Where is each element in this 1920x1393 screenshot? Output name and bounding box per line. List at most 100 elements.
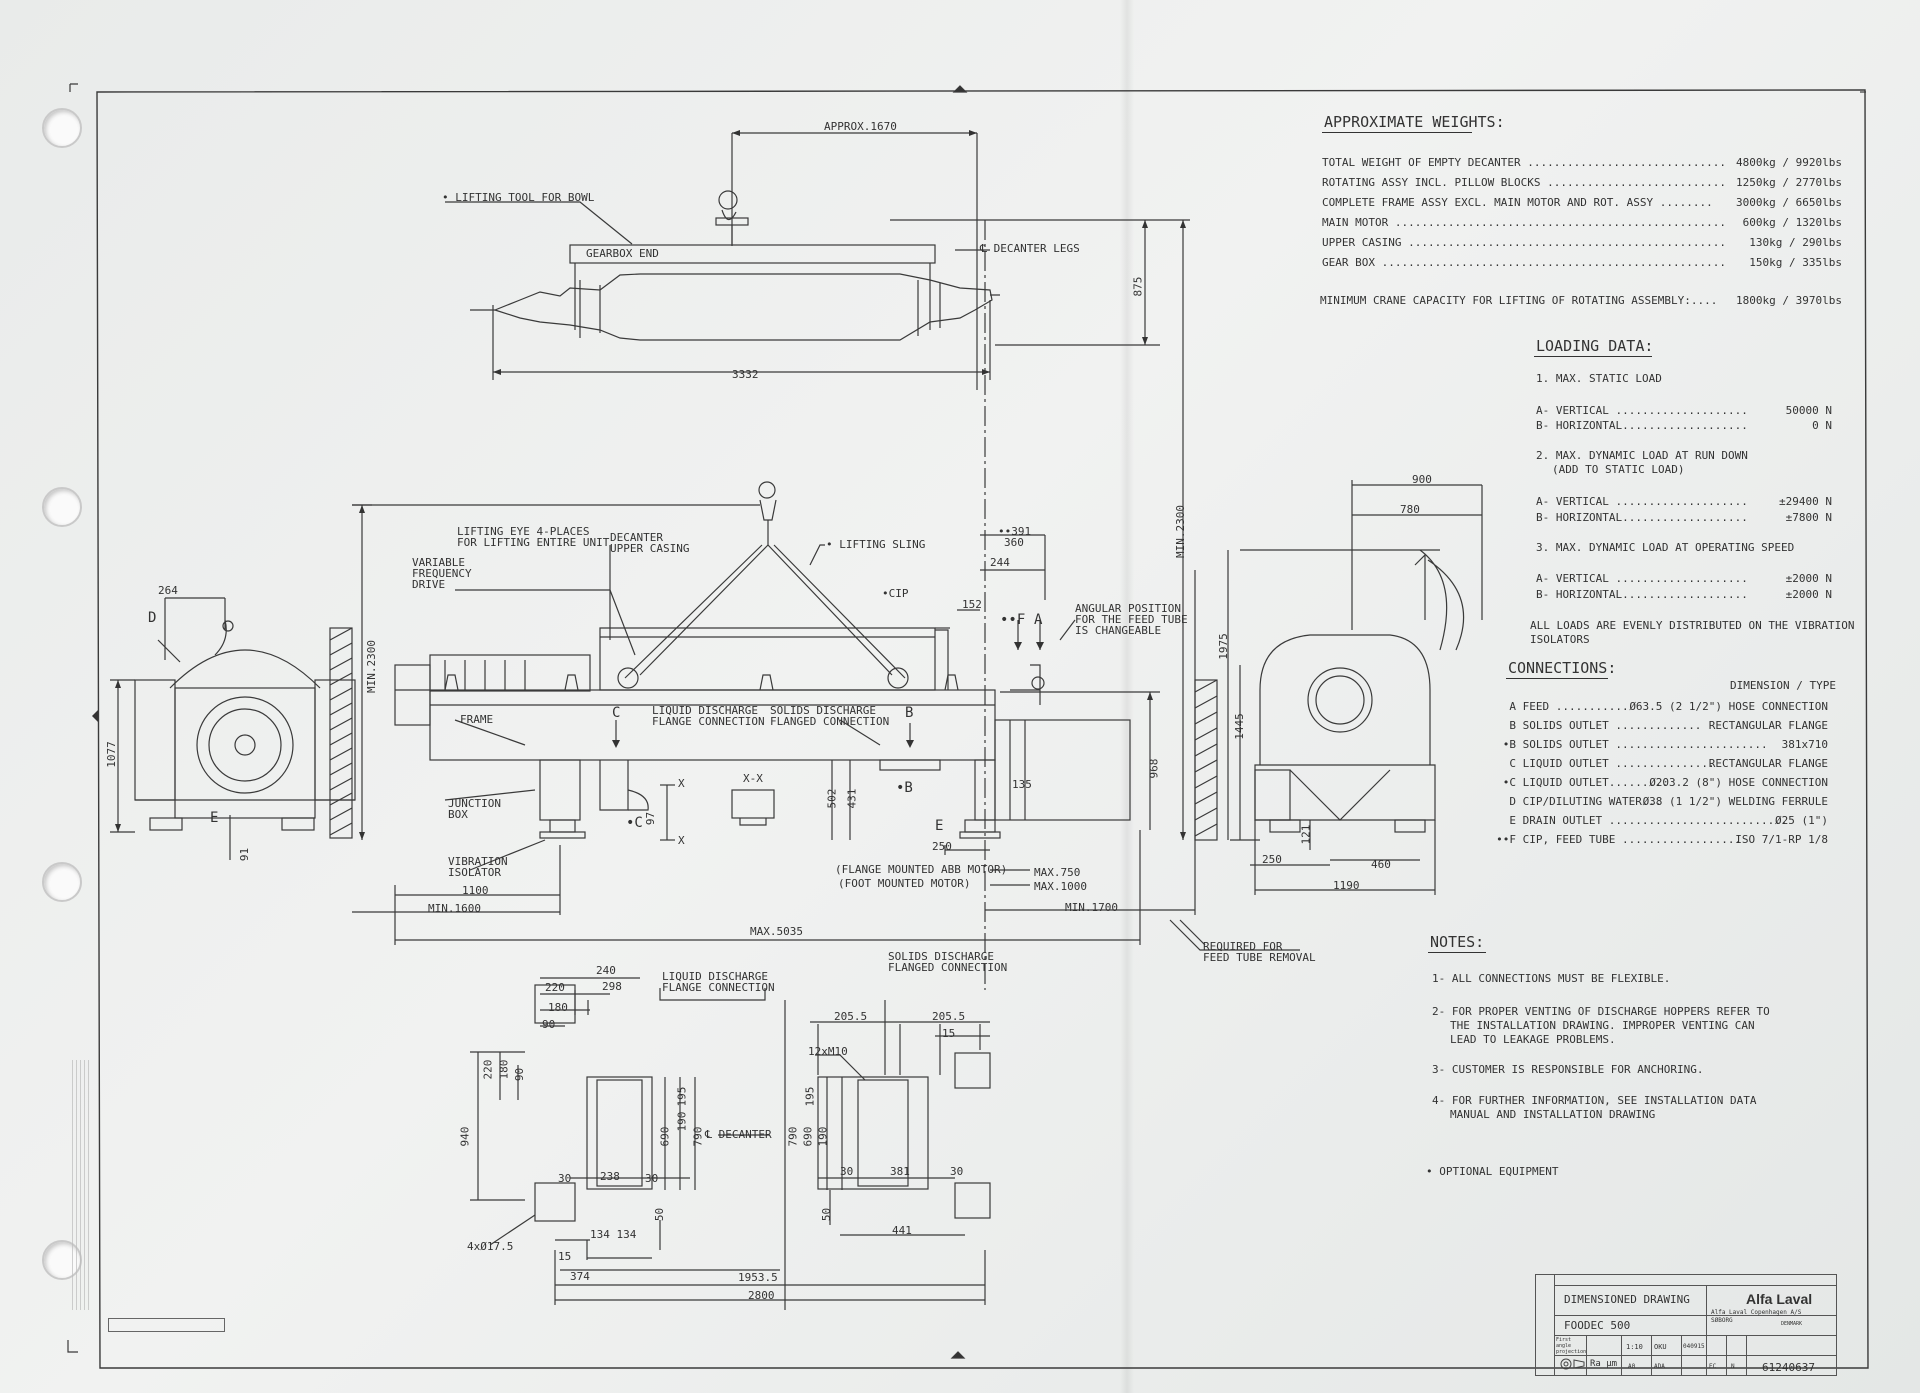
- dim-134: 134 134: [590, 1228, 637, 1241]
- revision-block: [108, 1318, 225, 1332]
- title-block-city: SØBORG: [1711, 1317, 1733, 1324]
- dim-3332: 3332: [732, 368, 759, 381]
- loading-row: A- VERTICAL ....................±29400 N: [1536, 495, 1832, 508]
- note-item: 4- FOR FURTHER INFORMATION, SEE INSTALLA…: [1432, 1094, 1757, 1107]
- connection-row: D CIP/DILUTING WATER...Ø38 (1 1/2") WELD…: [1509, 795, 1828, 808]
- connections-table: A FEED ...........Ø63.5 (2 1/2") HOSE CO…: [1490, 700, 1828, 850]
- label-junction-2: BOX: [448, 808, 468, 821]
- dim-121: 121: [1299, 824, 1313, 845]
- label-lifting-eye-2: FOR LIFTING ENTIRE UNIT: [457, 536, 610, 549]
- dim-2800: 2800: [748, 1289, 775, 1302]
- title-block-scale: 1:10: [1626, 1343, 1643, 1351]
- dim-v190: 190: [675, 1111, 689, 1132]
- label-e-end: E: [210, 810, 219, 826]
- dim-502: 502: [825, 788, 839, 809]
- punch-hole: [42, 862, 82, 902]
- notes-title: NOTES:: [1430, 933, 1485, 951]
- connection-row: ••F CIP, FEED TUBE ..................ISO…: [1496, 833, 1828, 846]
- title-block-date: 040915: [1683, 1343, 1705, 1350]
- label-c: C: [612, 705, 621, 721]
- weights-row: COMPLETE FRAME ASSY EXCL. MAIN MOTOR AND…: [1322, 196, 1842, 209]
- label-foot-motor: (FOOT MOUNTED MOTOR): [838, 877, 971, 890]
- dim-264: 264: [158, 584, 178, 597]
- dim-381: 381: [890, 1165, 910, 1178]
- dim-v940: 940: [458, 1126, 472, 1147]
- label-b: B: [905, 705, 914, 721]
- alfa-laval-logo: Alfa Laval: [1746, 1291, 1813, 1307]
- dim-v50b: 50: [820, 1207, 834, 1222]
- note-item: 3- CUSTOMER IS RESPONSIBLE FOR ANCHORING…: [1432, 1063, 1704, 1076]
- loading-row: B- HORIZONTAL...................0 N: [1536, 419, 1832, 432]
- loading-row: A- VERTICAL ....................50000 N: [1536, 404, 1832, 417]
- title-block-title: DIMENSIONED DRAWING: [1564, 1293, 1690, 1306]
- dim-205-right: 205.5: [932, 1010, 966, 1023]
- connection-row: A FEED ...........Ø63.5 (2 1/2") HOSE CO…: [1509, 700, 1828, 713]
- dim-205-left: 205.5: [834, 1010, 868, 1023]
- optional-equipment-note: • OPTIONAL EQUIPMENT: [1426, 1165, 1559, 1178]
- title-block-country: DENMARK: [1781, 1321, 1803, 1327]
- note-item: LEAD TO LEAKAGE PROBLEMS.: [1450, 1033, 1616, 1046]
- title-block: DIMENSIONED DRAWING FOODEC 500 Alfa Lava…: [1535, 1274, 1837, 1376]
- dim-374: 374: [570, 1270, 590, 1283]
- loading-s2: 2. MAX. DYNAMIC LOAD AT RUN DOWN: [1536, 449, 1748, 462]
- title-block-model: FOODEC 500: [1564, 1319, 1631, 1332]
- loading-row: B- HORIZONTAL...................±7800 N: [1536, 511, 1832, 524]
- loading-title-underline: [1534, 356, 1652, 357]
- dim-max-5035: MAX.5035: [750, 925, 803, 938]
- connection-row: E DRAIN OUTLET .........................…: [1509, 814, 1828, 827]
- dim-v690b: 690: [801, 1126, 815, 1147]
- copyright-notice: [72, 1060, 92, 1310]
- dim-431: 431: [845, 788, 859, 809]
- dim-30b: 30: [645, 1172, 659, 1185]
- title-block-company: Alfa Laval Copenhagen A/S: [1711, 1309, 1802, 1316]
- label-vibration-2: ISOLATOR: [448, 866, 501, 879]
- label-lifting-tool: • LIFTING TOOL FOR BOWL: [442, 191, 595, 204]
- dim-441: 441: [892, 1224, 912, 1237]
- label-star-b: •B: [896, 780, 913, 796]
- connection-row: •B SOLIDS OUTLET .......................…: [1502, 738, 1828, 751]
- label-solids-dc-2: FLANGED CONNECTION: [770, 715, 890, 728]
- punch-hole: [42, 487, 82, 527]
- title-block-surface: Ra µm: [1590, 1359, 1618, 1369]
- connections-title: CONNECTIONS:: [1508, 659, 1617, 677]
- title-block-strip: [1536, 1275, 1555, 1375]
- dim-v220: 220: [481, 1059, 495, 1080]
- label-lifting-sling: • LIFTING SLING: [826, 538, 926, 551]
- dim-238: 238: [600, 1170, 620, 1183]
- notes-title-underline: [1428, 952, 1486, 953]
- connection-row: B SOLIDS OUTLET .............RECTANGULAR…: [1509, 719, 1828, 732]
- label-required-1: REQUIRED FOR: [1203, 940, 1283, 953]
- dim-v180: 180: [497, 1059, 511, 1080]
- label-vfd-2: FREQUENCY: [412, 567, 472, 580]
- label-vfd-1: VARIABLE: [412, 556, 465, 569]
- label-decanter-legs: ℄ DECANTER LEGS: [980, 242, 1080, 255]
- dim-v90: 90: [513, 1067, 527, 1082]
- label-angular-2: FOR THE FEED TUBE: [1075, 613, 1188, 626]
- title-block-size: A0: [1628, 1363, 1636, 1370]
- dim-900: 900: [1412, 473, 1432, 486]
- dim-90: 90: [542, 1018, 556, 1031]
- weights-row: GEAR BOX ...............................…: [1322, 256, 1842, 269]
- dim-220: 220: [545, 981, 565, 994]
- dim-240: 240: [596, 964, 616, 977]
- dim-1975: 1975: [1216, 633, 1230, 660]
- label-liquid-dc-2: FLANGE CONNECTION: [652, 715, 765, 728]
- dim-1100: 1100: [462, 884, 489, 897]
- label-x-top: X: [678, 777, 685, 790]
- label-vibration-1: VIBRATION: [448, 855, 508, 868]
- punch-hole: [42, 108, 82, 148]
- connection-row: •C LIQUID OUTLET.........Ø203.2 (8") HOS…: [1502, 776, 1828, 789]
- note-item: 2- FOR PROPER VENTING OF DISCHARGE HOPPE…: [1432, 1005, 1770, 1018]
- dim-875: 875: [1131, 276, 1145, 297]
- dim-91: 91: [238, 847, 252, 862]
- dim-min-1600: MIN.1600: [428, 902, 481, 915]
- dim-1445: 1445: [1232, 713, 1246, 740]
- connections-title-underline: [1506, 678, 1608, 679]
- weights-table: TOTAL WEIGHT OF EMPTY DECANTER .........…: [1322, 156, 1842, 276]
- weights-title: APPROXIMATE WEIGHTS:: [1324, 113, 1505, 131]
- note-item: MANUAL AND INSTALLATION DRAWING: [1450, 1108, 1656, 1121]
- dim-244: 244: [990, 556, 1010, 569]
- dim-v790b: 790: [786, 1126, 800, 1147]
